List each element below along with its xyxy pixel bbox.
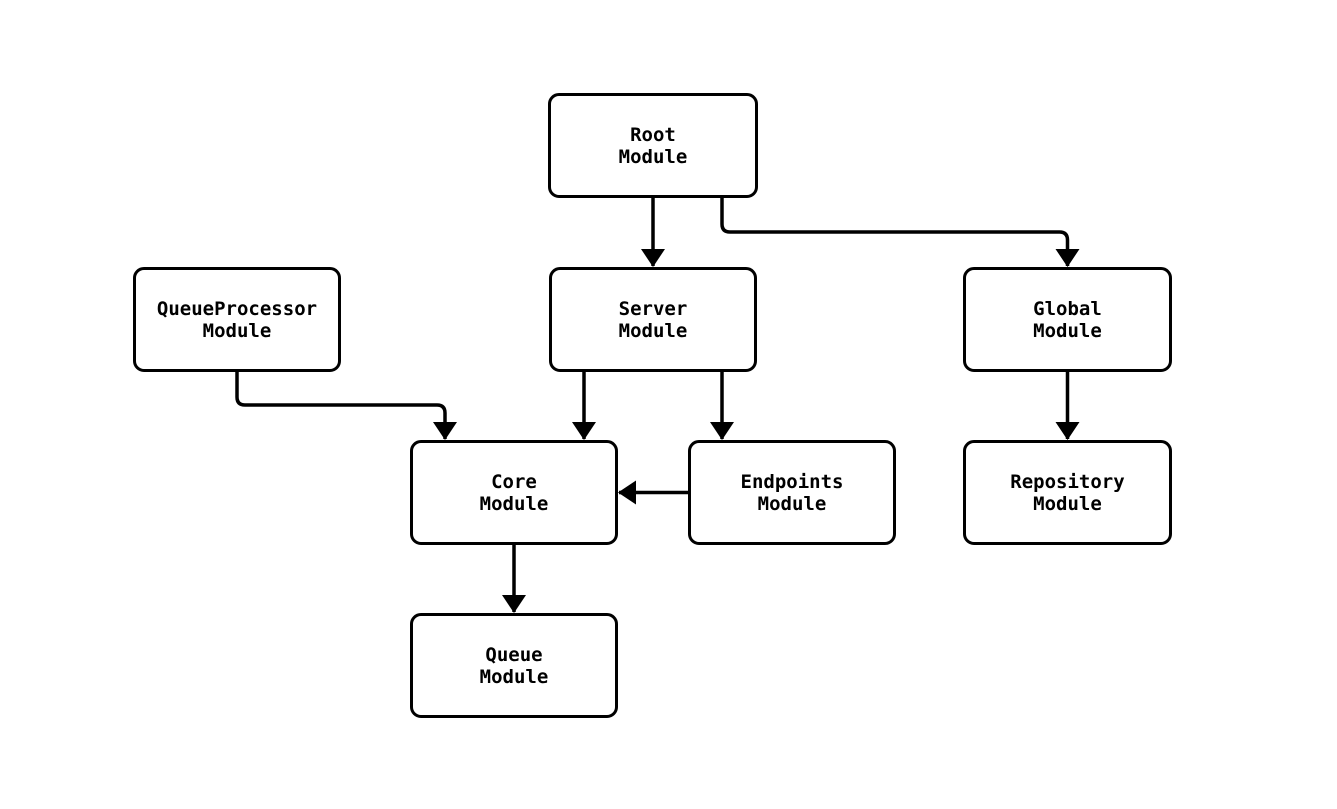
- node-root-module: Root Module: [548, 93, 758, 198]
- node-queue-module: Queue Module: [410, 613, 618, 718]
- node-queue-module-label: Queue Module: [479, 643, 549, 688]
- node-repository-module: Repository Module: [963, 440, 1172, 545]
- node-endpoints-module: Endpoints Module: [688, 440, 896, 545]
- node-server-module-label: Server Module: [618, 297, 688, 342]
- edge-root-to-global: [720, 198, 1080, 267]
- node-endpoints-module-label: Endpoints Module: [740, 470, 844, 515]
- node-core-module-label: Core Module: [479, 470, 549, 515]
- edge-queueprocessor-to-core: [235, 372, 457, 440]
- node-queueprocessor-module: QueueProcessor Module: [133, 267, 341, 372]
- node-server-module: Server Module: [549, 267, 757, 372]
- node-global-module-label: Global Module: [1033, 297, 1102, 342]
- node-repository-module-label: Repository Module: [1010, 470, 1125, 515]
- node-queueprocessor-module-label: QueueProcessor Module: [156, 297, 318, 342]
- node-global-module: Global Module: [963, 267, 1172, 372]
- node-core-module: Core Module: [410, 440, 618, 545]
- node-root-module-label: Root Module: [618, 123, 688, 168]
